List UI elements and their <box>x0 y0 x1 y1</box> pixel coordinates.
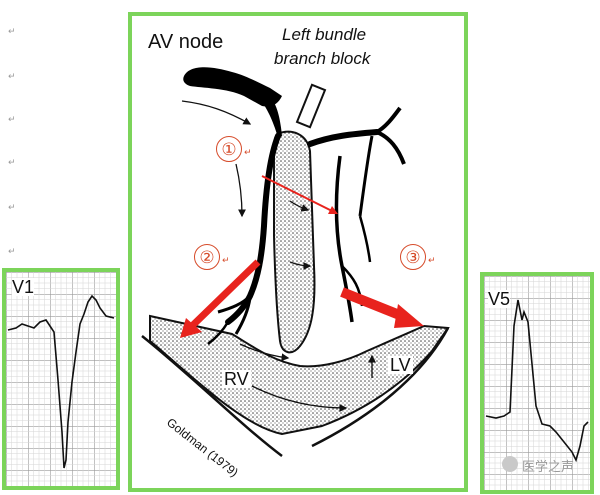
rv-label: RV <box>222 369 251 389</box>
purkinje-fiber <box>375 106 402 134</box>
paragraph-mark: ↵ <box>8 72 16 82</box>
watermark-text: 医学之声 <box>522 460 575 475</box>
ecg-v5-panel: V5 <box>480 272 594 494</box>
paragraph-mark: ↵ <box>8 115 16 125</box>
ecg-v1-trace <box>6 272 116 486</box>
purkinje-fiber <box>217 294 252 314</box>
marker-3: ③ <box>400 244 426 270</box>
heart-conduction-drawing <box>141 67 450 457</box>
epicardial-border <box>141 335 283 457</box>
paragraph-mark: ↵ <box>8 158 16 168</box>
vector-arrow-septal-head <box>328 206 338 214</box>
paragraph-mark: ↵ <box>8 203 16 213</box>
ecg-v1-lead-label: V1 <box>12 277 35 297</box>
activation-arrow <box>251 385 348 412</box>
ventricular-wall <box>149 314 450 436</box>
vector-arrow-rv <box>189 259 261 329</box>
heart-diagram-panel: AV node Left bundle branch block ① ↵ ② ↵… <box>128 12 468 492</box>
block-label-line1: Left bundle <box>282 25 367 44</box>
purkinje-fiber <box>358 135 374 217</box>
paragraph-mark: ↵ <box>428 256 436 266</box>
interventricular-septum <box>273 130 316 354</box>
lv-label: LV <box>388 355 413 375</box>
activation-arrow <box>181 100 252 125</box>
purkinje-fiber <box>376 130 406 165</box>
activation-arrow <box>289 200 310 212</box>
vector-arrow-lv <box>340 287 404 321</box>
activation-arrow <box>289 261 312 270</box>
purkinje-fiber <box>358 215 372 263</box>
purkinje-fiber <box>234 297 252 335</box>
av-node <box>183 67 282 107</box>
ecg-v5-lead-label: V5 <box>488 289 511 309</box>
purkinje-fiber <box>334 155 354 323</box>
watermark: 医学之声 <box>502 454 596 476</box>
activation-arrow <box>235 163 246 218</box>
vector-arrow-septal <box>261 175 335 213</box>
activation-arrow <box>239 343 290 362</box>
marker-2: ② <box>194 244 220 270</box>
ecg-v1-panel: V1 <box>2 268 120 490</box>
ecg-waveform <box>7 294 115 469</box>
paragraph-mark: ↵ <box>8 27 16 37</box>
av-node-label: AV node <box>148 31 224 53</box>
epicardial-border <box>311 327 450 448</box>
paragraph-mark: ↵ <box>222 256 230 266</box>
block-label-line2: branch block <box>274 49 371 68</box>
right-bundle-branch <box>225 133 281 325</box>
left-bundle-trunk <box>307 129 380 147</box>
purkinje-fiber <box>207 321 230 345</box>
chat-bubble-icon <box>502 456 518 472</box>
ecg-waveform <box>485 299 589 463</box>
paragraph-mark: ↵ <box>8 247 16 257</box>
marker-1: ① <box>216 136 242 162</box>
ecg-v5-trace <box>484 276 590 490</box>
vector-arrow-rv-head <box>180 318 202 338</box>
block-marker <box>295 83 327 129</box>
paragraph-mark: ↵ <box>244 148 252 158</box>
his-bundle <box>258 91 282 138</box>
vector-arrow-lv-head <box>394 304 424 328</box>
